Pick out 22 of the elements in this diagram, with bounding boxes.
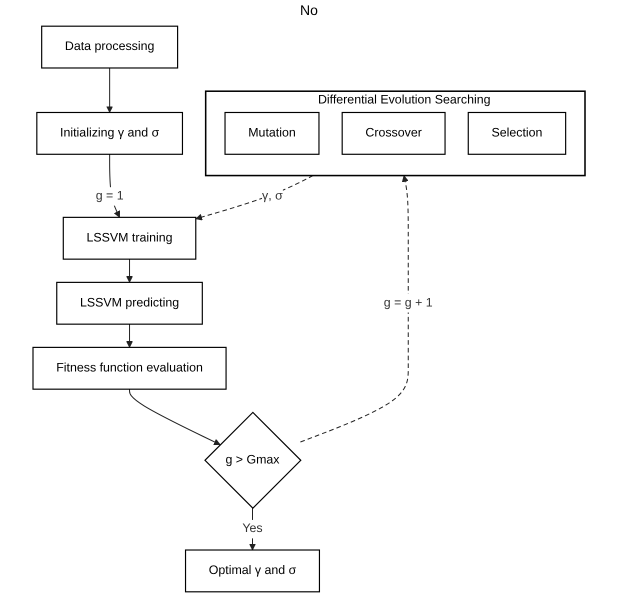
arrow bbox=[129, 389, 221, 446]
note-text: No bbox=[300, 2, 318, 18]
arrow bbox=[106, 68, 114, 113]
arrow bbox=[195, 175, 314, 220]
node-diamond: g > Gmax bbox=[204, 412, 302, 510]
edge-label: Yes bbox=[242, 522, 263, 536]
node-box: LSSVM predicting bbox=[56, 282, 203, 325]
node-box: Initializing γ and σ bbox=[36, 112, 184, 155]
arrow bbox=[249, 508, 256, 550]
node-box: Mutation bbox=[224, 112, 320, 155]
node-box: Fitness function evaluation bbox=[32, 346, 227, 390]
arrow bbox=[300, 175, 409, 442]
node-box: Optimal γ and σ bbox=[184, 549, 320, 592]
node-box: LSSVM training bbox=[62, 216, 196, 260]
edge-label: γ, σ bbox=[262, 189, 283, 203]
node-box: Selection bbox=[468, 112, 566, 155]
edge-label: g = 1 bbox=[96, 189, 124, 203]
arrow bbox=[126, 259, 133, 283]
node-box: Crossover bbox=[342, 112, 446, 155]
node-box: Data processing bbox=[41, 26, 178, 69]
edge-label: g = g + 1 bbox=[384, 296, 433, 310]
arrow bbox=[126, 324, 133, 348]
